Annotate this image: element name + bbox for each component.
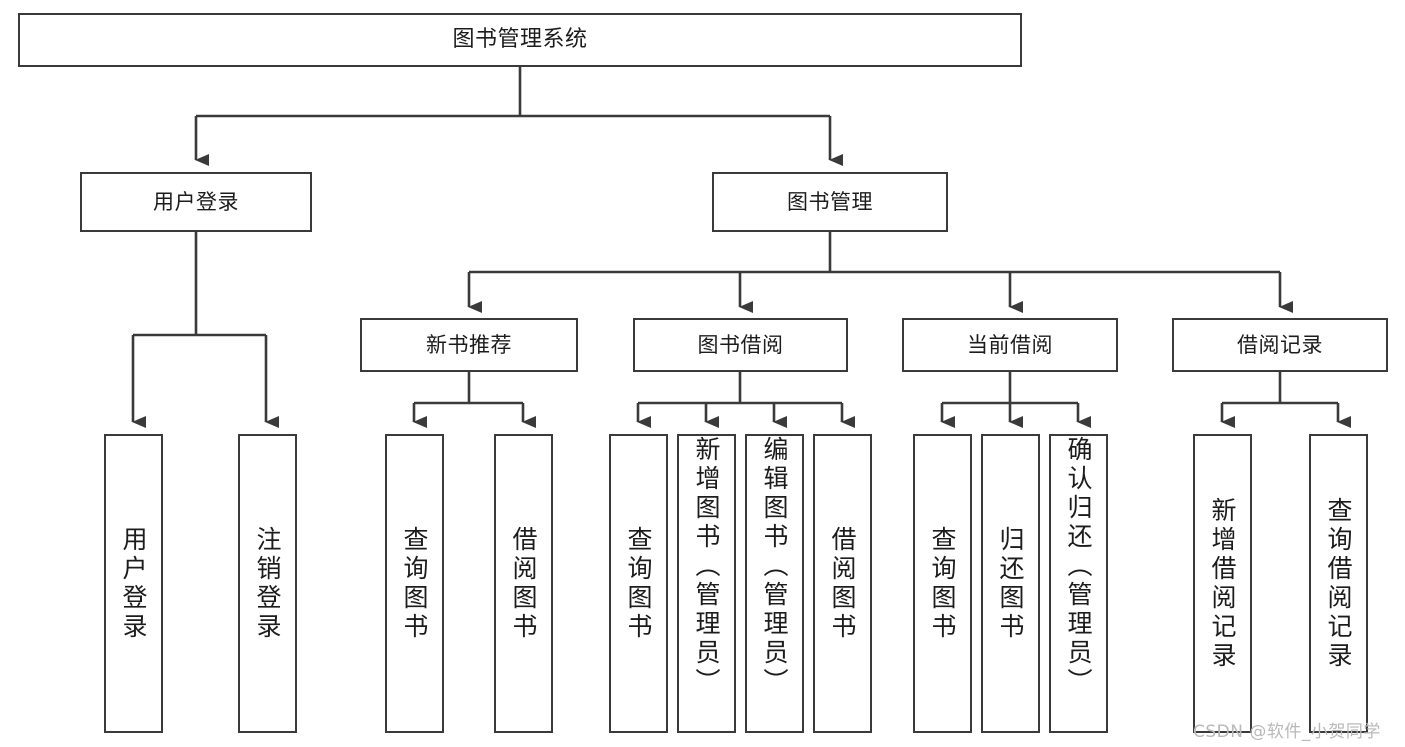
node-leaf-borrow-book-2[interactable]: 借阅图书 bbox=[813, 434, 872, 733]
node-leaf-add-book[interactable]: 新增图书（管理员） bbox=[677, 434, 736, 733]
node-root[interactable]: 图书管理系统 bbox=[18, 13, 1022, 67]
node-borrow-record-label: 借阅记录 bbox=[1237, 332, 1323, 357]
node-leaf-query-record[interactable]: 查询借阅记录 bbox=[1309, 434, 1368, 733]
node-leaf-borrow-book-1[interactable]: 借阅图书 bbox=[494, 434, 553, 733]
node-book-borrow[interactable]: 图书借阅 bbox=[633, 318, 848, 372]
node-root-label: 图书管理系统 bbox=[452, 27, 588, 52]
node-leaf-query-book-1-label: 查询图书 bbox=[400, 525, 429, 642]
node-user-login[interactable]: 用户登录 bbox=[80, 172, 312, 232]
node-leaf-confirm-return-label: 确认归还（管理员） bbox=[1064, 436, 1093, 697]
node-leaf-query-book-1[interactable]: 查询图书 bbox=[385, 434, 444, 733]
node-book-manage-label: 图书管理 bbox=[787, 189, 873, 214]
node-leaf-borrow-book-1-label: 借阅图书 bbox=[509, 525, 538, 642]
node-new-book-rec[interactable]: 新书推荐 bbox=[360, 318, 578, 372]
node-leaf-query-book-2[interactable]: 查询图书 bbox=[609, 434, 668, 733]
node-book-manage[interactable]: 图书管理 bbox=[712, 172, 948, 232]
node-leaf-user-login[interactable]: 用户登录 bbox=[104, 434, 163, 733]
node-current-borrow[interactable]: 当前借阅 bbox=[902, 318, 1118, 372]
node-leaf-logout[interactable]: 注销登录 bbox=[238, 434, 297, 733]
node-leaf-query-record-label: 查询借阅记录 bbox=[1324, 496, 1353, 671]
node-leaf-borrow-book-2-label: 借阅图书 bbox=[828, 525, 857, 642]
node-book-borrow-label: 图书借阅 bbox=[697, 332, 784, 357]
node-leaf-logout-label: 注销登录 bbox=[253, 525, 282, 642]
node-new-book-rec-label: 新书推荐 bbox=[426, 332, 512, 357]
node-borrow-record[interactable]: 借阅记录 bbox=[1172, 318, 1388, 372]
node-leaf-query-book-3[interactable]: 查询图书 bbox=[913, 434, 972, 733]
node-leaf-return-book[interactable]: 归还图书 bbox=[981, 434, 1040, 733]
node-leaf-return-book-label: 归还图书 bbox=[996, 525, 1025, 642]
node-leaf-add-record[interactable]: 新增借阅记录 bbox=[1193, 434, 1252, 733]
node-leaf-query-book-3-label: 查询图书 bbox=[928, 525, 957, 642]
node-leaf-add-record-label: 新增借阅记录 bbox=[1208, 496, 1237, 671]
node-leaf-edit-book[interactable]: 编辑图书（管理员） bbox=[745, 434, 804, 733]
node-leaf-query-book-2-label: 查询图书 bbox=[624, 525, 653, 642]
node-leaf-add-book-label: 新增图书（管理员） bbox=[692, 436, 721, 697]
node-leaf-confirm-return[interactable]: 确认归还（管理员） bbox=[1049, 434, 1108, 733]
watermark: CSDN @软件_小贺同学 bbox=[1193, 722, 1381, 742]
node-leaf-user-login-label: 用户登录 bbox=[119, 525, 148, 642]
node-current-borrow-label: 当前借阅 bbox=[967, 332, 1053, 357]
node-leaf-edit-book-label: 编辑图书（管理员） bbox=[760, 436, 789, 697]
node-user-login-label: 用户登录 bbox=[153, 189, 239, 214]
